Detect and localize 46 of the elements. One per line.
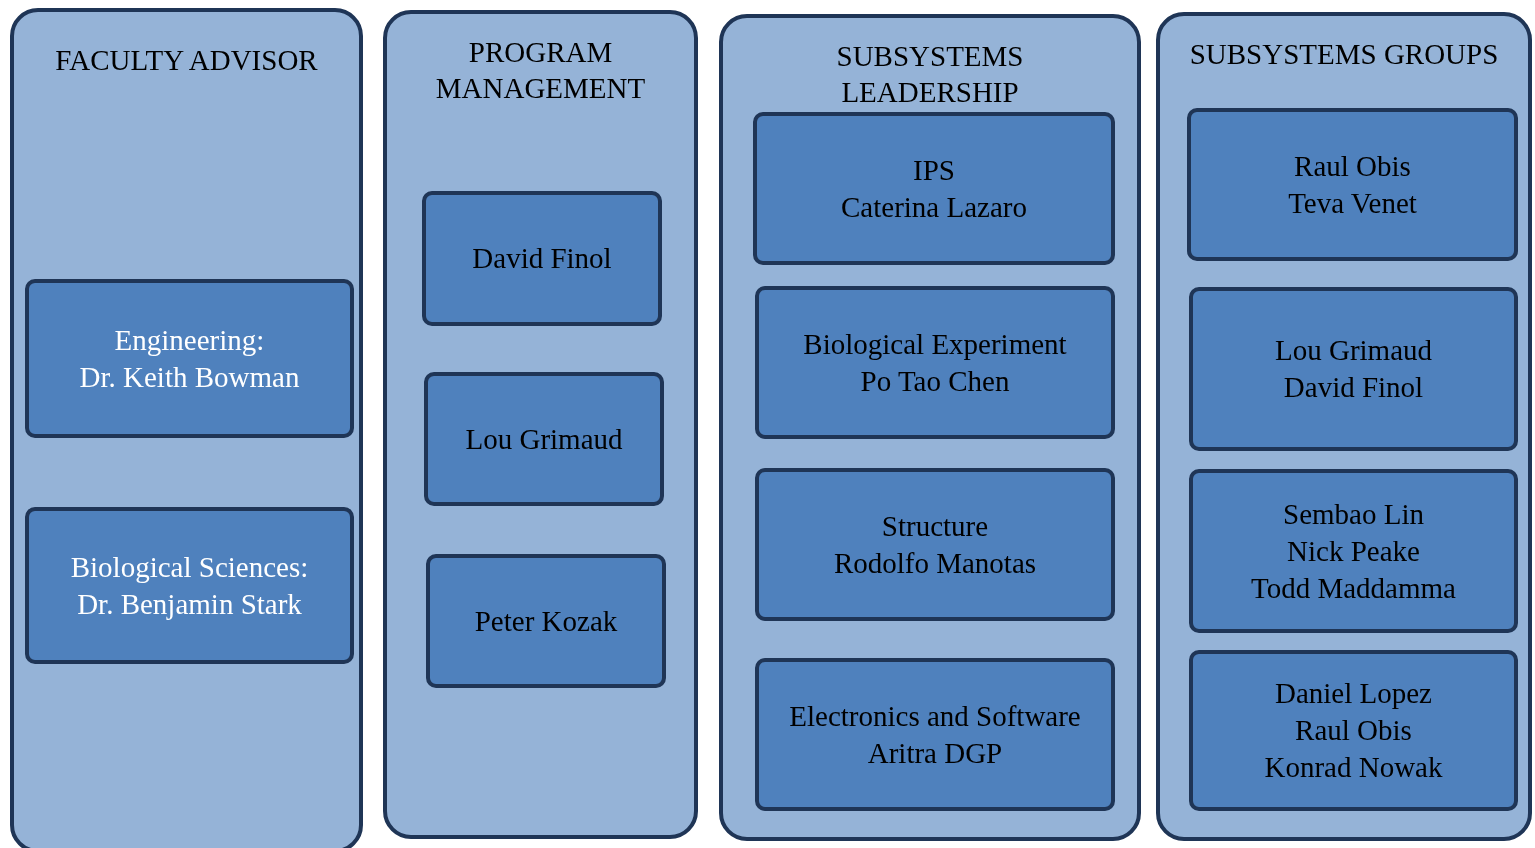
name-box [755, 468, 1115, 621]
name-text: Teva Venet [1288, 185, 1417, 221]
name-text: Biological Sciences: [70, 549, 309, 585]
name-box [1189, 469, 1518, 633]
column-heading: SUBSYSTEMS GROUPS [1189, 38, 1499, 70]
name-text: Electronics and Software [789, 698, 1081, 734]
name-text: Dr. Keith Bowman [79, 359, 300, 395]
name-box [753, 112, 1115, 265]
column-heading: SUBSYSTEMS LEADERSHIP [836, 40, 1024, 108]
name-text: Lou Grimaud [465, 421, 623, 457]
name-text: Structure [881, 508, 989, 544]
name-box [1189, 287, 1518, 451]
column-panel [10, 8, 363, 848]
name-box [1187, 108, 1518, 261]
name-text: David Finol [1283, 370, 1424, 405]
name-text: Raul Obis [1295, 713, 1412, 748]
name-box [755, 286, 1115, 439]
name-text: Todd Maddamma [1251, 570, 1456, 606]
column-heading: PROGRAM MANAGEMENT [435, 36, 646, 104]
name-text: Aritra DGP [867, 735, 1003, 771]
name-box [25, 507, 354, 664]
name-text: Peter Kozak [474, 603, 618, 639]
name-text: David Finol [472, 241, 612, 276]
name-box [1189, 650, 1518, 811]
column-panel [719, 14, 1141, 841]
name-box [755, 658, 1115, 811]
name-text: Nick Peake [1287, 533, 1420, 569]
name-text: IPS [913, 152, 955, 188]
name-text: Raul Obis [1294, 148, 1411, 184]
name-text: Biological Experiment [803, 326, 1067, 362]
column-panel [1156, 12, 1532, 841]
name-text: Konrad Nowak [1264, 750, 1443, 785]
name-box [25, 279, 354, 438]
column-heading: FACULTY ADVISOR [55, 44, 318, 76]
name-text: Dr. Benjamin Stark [77, 586, 302, 622]
name-box [422, 191, 662, 326]
name-box [424, 372, 664, 506]
name-box [426, 554, 666, 688]
name-text: Rodolfo Manotas [833, 545, 1037, 581]
name-text: Lou Grimaud [1274, 333, 1433, 368]
name-text: Caterina Lazaro [841, 189, 1027, 225]
name-text: Po Tao Chen [860, 363, 1010, 399]
column-panel [383, 10, 698, 839]
name-text: Sembao Lin [1283, 496, 1424, 532]
name-text: Daniel Lopez [1275, 676, 1432, 711]
name-text: Engineering: [114, 322, 265, 358]
